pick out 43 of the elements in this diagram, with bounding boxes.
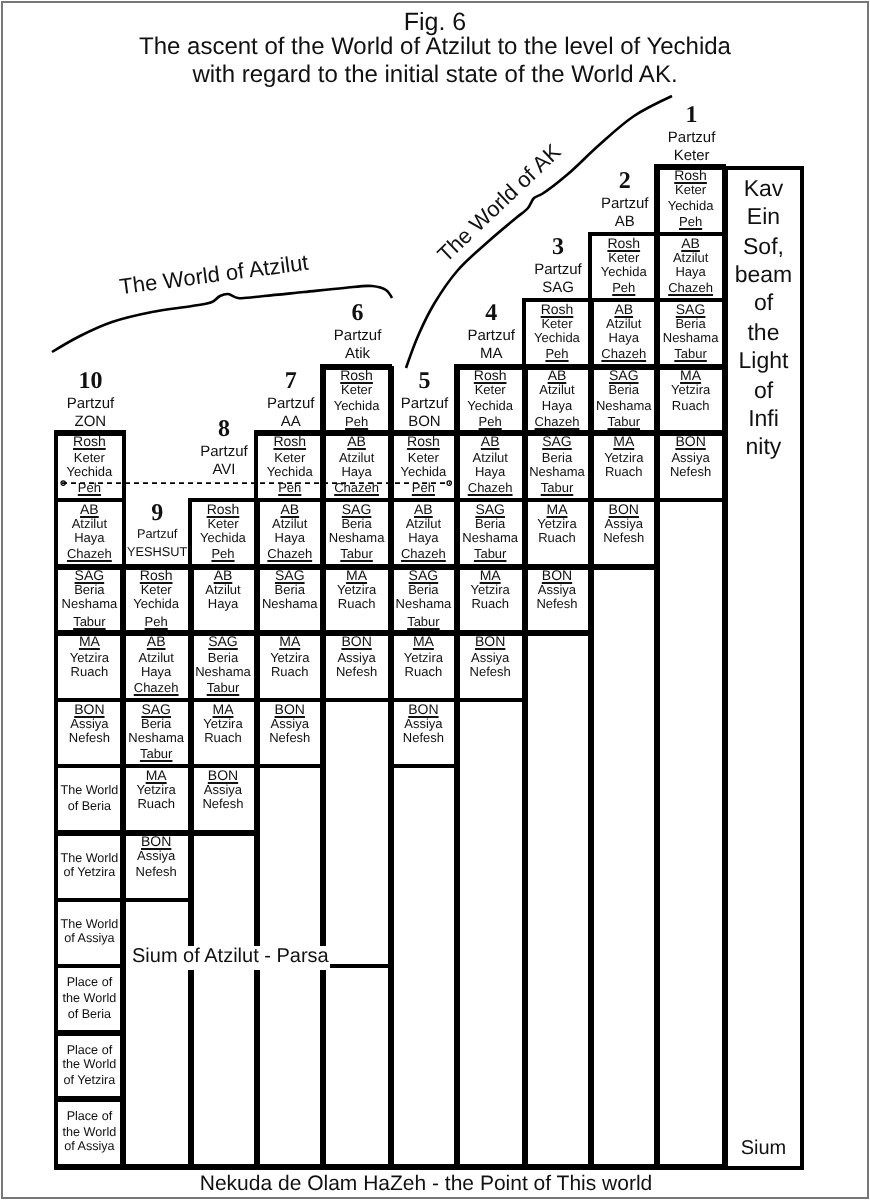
grid-cell bbox=[320, 497, 393, 570]
column-number: 6 bbox=[351, 300, 364, 327]
grid-cell bbox=[654, 164, 727, 237]
grid-cell bbox=[454, 430, 527, 503]
grid-cell bbox=[454, 497, 527, 570]
empty-grid-cell bbox=[454, 697, 527, 1169]
grid-cell bbox=[454, 364, 527, 436]
grid-cell bbox=[320, 630, 393, 703]
figure-number: Fig. 6 bbox=[403, 8, 467, 36]
grid-cell bbox=[53, 564, 126, 636]
grid-cell bbox=[320, 564, 393, 636]
grid-cell bbox=[320, 430, 393, 503]
grid-cell bbox=[187, 564, 259, 636]
bracket-label: The World of Atzilut bbox=[118, 250, 310, 300]
column-number: 5 bbox=[418, 367, 431, 394]
column-number: 7 bbox=[284, 367, 297, 394]
grid-cell bbox=[120, 830, 193, 903]
grid-cell bbox=[654, 364, 727, 436]
column-footer-text: Sium bbox=[740, 1137, 787, 1160]
title: The ascent of the World of Atzilut to the level of Yechida with regard to the initial state of the World AK. bbox=[137, 34, 733, 88]
grid-cell bbox=[120, 630, 193, 703]
column-number: 9 bbox=[151, 500, 164, 527]
grid-cell bbox=[120, 763, 193, 836]
tall-column bbox=[722, 165, 805, 1170]
baseline-label: Nekuda de Olam HaZeh - the Point of This world bbox=[199, 1172, 653, 1196]
column-number: 3 bbox=[551, 234, 564, 261]
empty-grid-cell bbox=[654, 497, 727, 1169]
column-number: 10 bbox=[78, 367, 103, 394]
parsa-label: Sium of Atzilut - Parsa bbox=[130, 946, 331, 970]
column-number: 4 bbox=[485, 300, 498, 327]
grid-cell bbox=[320, 364, 393, 436]
column-text: Kav Ein Sof, beam of the Light of Infi nity bbox=[734, 175, 793, 464]
grid-cell bbox=[521, 364, 593, 436]
column-number: 8 bbox=[217, 416, 230, 442]
grid-cell bbox=[454, 564, 527, 636]
grid-cell bbox=[53, 1030, 126, 1102]
grid-cell bbox=[654, 430, 727, 503]
grid-cell bbox=[654, 297, 727, 370]
column-number: 1 bbox=[685, 101, 698, 127]
grid-cell bbox=[120, 564, 193, 636]
column-number: 2 bbox=[618, 167, 631, 194]
grid-cell bbox=[53, 1096, 126, 1169]
grid-cell bbox=[454, 630, 527, 703]
